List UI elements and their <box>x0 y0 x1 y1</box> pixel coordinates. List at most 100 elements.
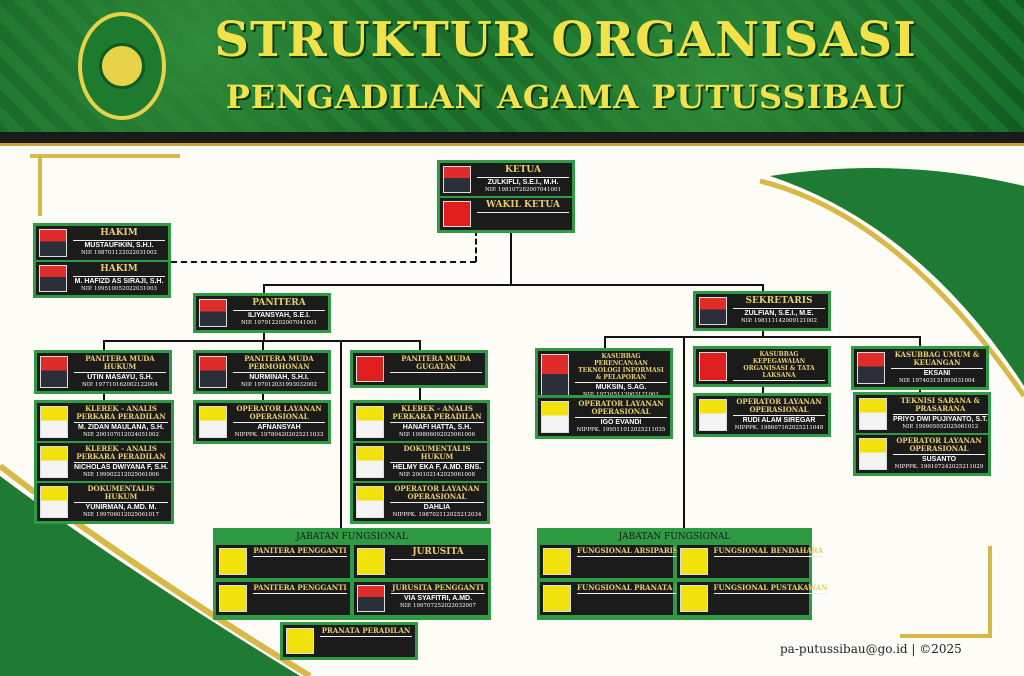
person-name: M. ZIDAN MAULANA, S.H. <box>78 424 164 431</box>
person-photo <box>40 446 68 478</box>
org-card-kasubbag-kepeg: KASUBBAG KEPEGAWAIAN ORGANISASI & TATA L… <box>693 346 831 387</box>
functional-position: PANITERA PENGGANTI <box>215 581 351 616</box>
footer-contact: pa-putussibau@go.id | ©2025 <box>780 642 962 656</box>
dashed-connector <box>475 230 477 262</box>
connector-line <box>419 340 421 350</box>
position-title: PANITERA PENGGANTI <box>253 583 347 594</box>
employee-id: NIPPPK. 199107242025211029 <box>894 464 984 470</box>
employee-id: NIP. 200107012024051002 <box>82 432 160 438</box>
employee-id: NIP. 199706012025061017 <box>82 512 160 518</box>
photo-placeholder <box>543 585 571 612</box>
person-photo <box>356 486 384 518</box>
person-photo <box>39 229 67 257</box>
person-name: M. HAFIZD AS SIRAJI, S.H. <box>74 277 164 285</box>
position-entry: JURUSITA <box>354 545 488 578</box>
photo-placeholder <box>219 585 247 612</box>
photo-placeholder <box>443 201 471 227</box>
position-title: FUNGSIONAL ARSIPARIS <box>577 546 678 557</box>
position-title: KASUBBAG PERENCANAAN TEKNOLOGI INFORMASI… <box>575 353 667 383</box>
position-title: KASUBBAG UMUM & KEUANGAN <box>891 351 983 369</box>
position-title: PANITERA MUDA HUKUM <box>74 355 166 373</box>
connector-line <box>262 340 264 350</box>
photo-placeholder <box>699 352 727 381</box>
position-title: PANITERA MUDA GUGATAN <box>390 355 482 373</box>
connector-line <box>762 384 764 393</box>
position-title: KLEREK - ANALIS PERKARA PERADILAN <box>74 445 168 463</box>
position-title: OPERATOR LAYANAN OPERASIONAL <box>575 400 667 418</box>
jabatan-fungsional-jf1: JABATAN FUNGSIONAL PANITERA PENGGANTI JURU… <box>213 528 491 620</box>
person-photo <box>357 585 385 612</box>
person-name: EKSANI <box>923 370 951 377</box>
position-title: DOKUMENTALIS HUKUM <box>390 445 484 463</box>
connector-line <box>263 284 763 286</box>
connector-line <box>683 336 685 528</box>
connector-line <box>262 388 264 400</box>
connector-line <box>510 230 512 286</box>
position-title: OPERATOR LAYANAN OPERASIONAL <box>733 398 825 416</box>
photo-placeholder <box>219 548 247 575</box>
person-photo <box>859 398 887 430</box>
person-photo <box>859 438 887 470</box>
court-logo <box>78 12 166 120</box>
position-title: TEKNISI SARANA & PRASARANA <box>893 397 988 415</box>
group-heading: JABATAN FUNGSIONAL <box>618 532 731 542</box>
page-title: STRUKTUR ORGANISASI <box>214 12 917 68</box>
employee-id: NIP. 199707252022032007 <box>399 603 477 609</box>
photo-placeholder <box>543 548 571 575</box>
person-name: YUNIRMAN, A.MD. M. <box>85 504 157 511</box>
person-name: DAHLIA <box>423 504 451 511</box>
person-name: NICHOLAS DWIYANA F, S.H. <box>74 464 168 471</box>
photo-placeholder <box>286 628 314 654</box>
position-title: PRANATA PERADILAN <box>320 626 412 637</box>
connector-line <box>762 330 764 337</box>
position-title: JURUSITA <box>391 547 485 560</box>
position-title: JURUSITA PENGGANTI <box>391 583 485 594</box>
connector-line <box>604 336 606 348</box>
position-entry: FUNGSIONAL BENDAHARA <box>677 545 827 578</box>
position-title: DOKUMENTALIS HUKUM <box>74 485 168 503</box>
position-entry: FUNGSIONAL ARSIPARIS <box>540 545 681 578</box>
person-name: ZULFIAN, S.E.I., M.E. <box>744 310 814 317</box>
person-name: ZULKIFLI, S.E.I., M.H. <box>487 179 559 186</box>
position-title: PANITERA MUDA PERMOHONAN <box>233 355 325 373</box>
position-entry: FUNGSIONAL PUSTAKAWAN <box>677 582 831 615</box>
employee-id: NIPPPK. 199511012025211035 <box>576 427 666 433</box>
connector-line <box>103 340 105 350</box>
person-name: NURMINAH, S.H.I. <box>249 374 309 381</box>
position-entry: KASUBBAG KEPEGAWAIAN ORGANISASI & TATA L… <box>696 349 828 384</box>
employee-id: NIP. 198107282007041001 <box>484 187 562 193</box>
position-entry: WAKIL KETUA <box>440 196 572 230</box>
position-entry: FUNGSIONAL PRANATA KOMPUTER <box>540 582 725 615</box>
person-photo <box>356 406 384 438</box>
employee-id: NIPPPK. 198607162025211048 <box>734 425 824 431</box>
position-entry: PANITERA MUDA GUGATAN <box>353 353 485 385</box>
dashed-connector <box>171 261 476 263</box>
group-heading: JABATAN FUNGSIONAL <box>296 532 408 542</box>
position-entry: PRANATA PERADILAN <box>283 625 415 657</box>
position-title: PANITERA <box>233 298 325 311</box>
employee-id: NIPPPK. 197804202025211033 <box>234 432 324 438</box>
person-photo <box>443 166 471 193</box>
employee-id: NIP. 199905052025061012 <box>902 424 979 430</box>
person-name: UTIN MASAYU, S.H. <box>87 374 153 381</box>
person-photo <box>40 486 68 518</box>
person-photo <box>199 406 227 438</box>
page-subtitle: PENGADILAN AGAMA PUTUSSIBAU <box>225 78 906 116</box>
position-title: HAKIM <box>73 228 165 241</box>
position-title: WAKIL KETUA <box>477 200 569 213</box>
position-title: KETUA <box>477 165 569 178</box>
position-title: KASUBBAG KEPEGAWAIAN ORGANISASI & TATA L… <box>733 351 825 381</box>
connector-line <box>762 284 764 292</box>
position-entry: KASUBBAG PERENCANAAN TEKNOLOGI INFORMASI… <box>538 351 670 401</box>
